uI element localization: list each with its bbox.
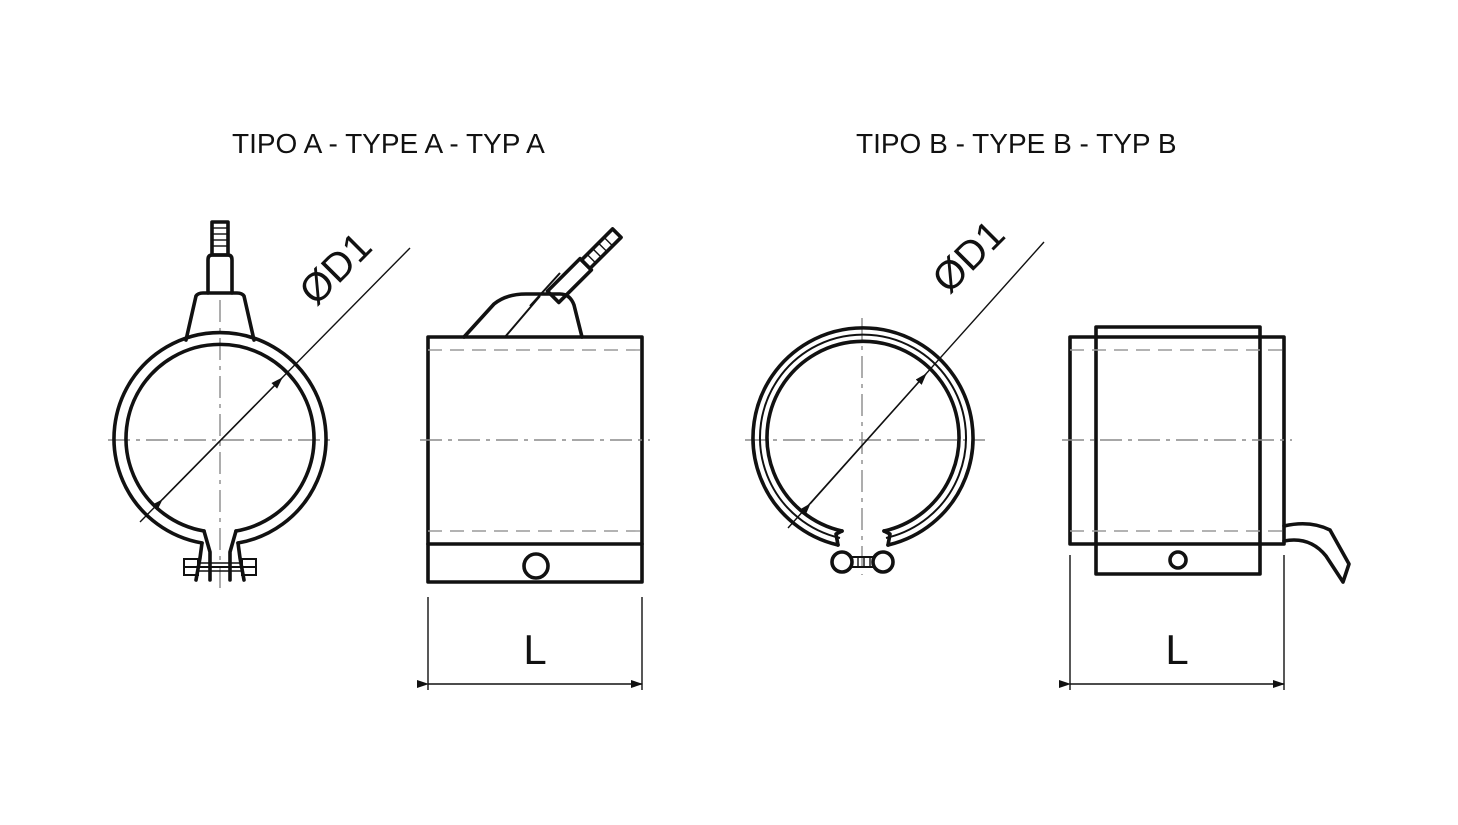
diameter-label-a: ØD1 — [291, 224, 380, 313]
type-b-front-view: ØD1 — [745, 212, 1045, 575]
type-b-title: TIPO B - TYPE B - TYP B — [856, 128, 1177, 159]
type-a-front-view: ØD1 — [108, 220, 411, 590]
length-label-a: L — [523, 626, 546, 673]
diameter-label-b: ØD1 — [924, 212, 1013, 301]
type-a-title: TIPO A - TYPE A - TYP A — [232, 128, 545, 159]
length-label-b: L — [1165, 626, 1188, 673]
type-b-side-view: L — [1059, 325, 1351, 690]
type-a-side-view: L — [417, 227, 650, 690]
